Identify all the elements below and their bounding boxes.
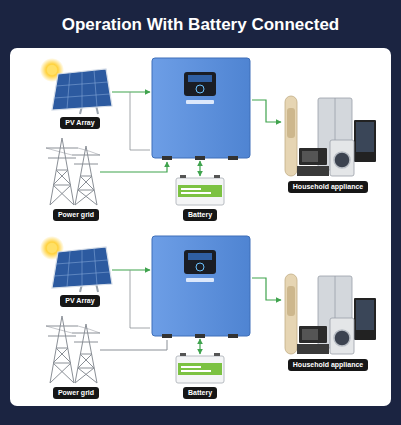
node-label: Household appliance bbox=[293, 361, 363, 369]
label-pill: PV Array bbox=[60, 117, 99, 129]
node-label: Power grid bbox=[58, 211, 94, 219]
node-label: Power grid bbox=[58, 389, 94, 397]
title: Operation With Battery Connected bbox=[0, 15, 401, 35]
label-pill: Battery bbox=[183, 387, 217, 399]
label-pill: PV Array bbox=[60, 295, 99, 307]
node-label: Battery bbox=[188, 389, 212, 397]
node-label: PV Array bbox=[65, 297, 94, 305]
label-pill: Power grid bbox=[53, 387, 99, 399]
node-label: Household appliance bbox=[293, 183, 363, 191]
label-pill: Household appliance bbox=[288, 359, 368, 371]
node-label: PV Array bbox=[65, 119, 94, 127]
label-pill: Battery bbox=[183, 209, 217, 221]
label-pill: Household appliance bbox=[288, 181, 368, 193]
node-label: Battery bbox=[188, 211, 212, 219]
label-pill: Power grid bbox=[53, 209, 99, 221]
